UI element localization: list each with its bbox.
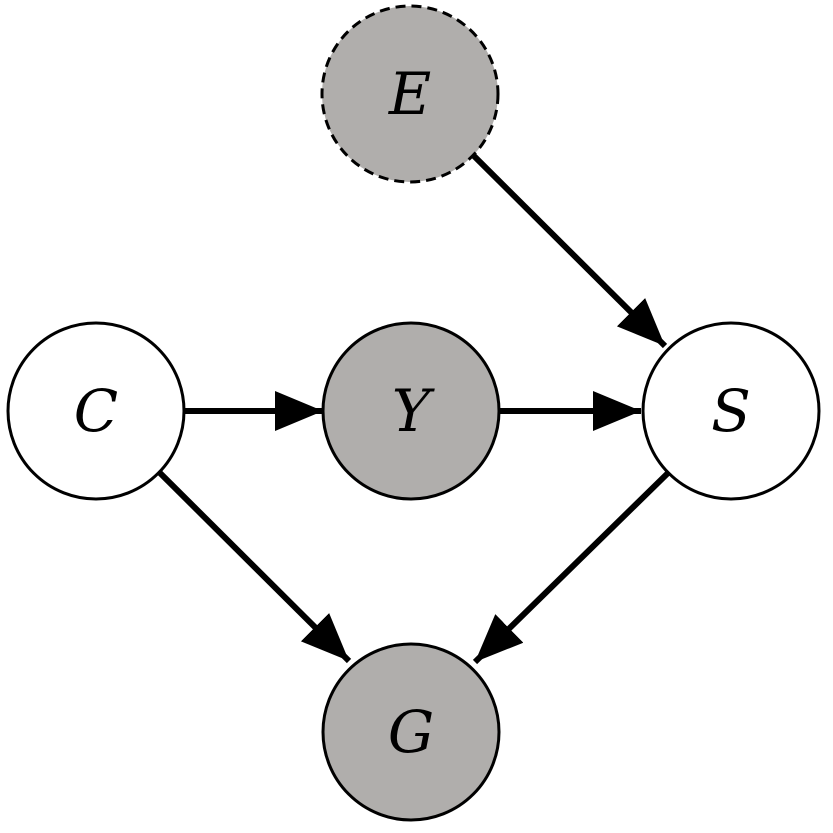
edge-s-to-g xyxy=(472,470,671,665)
edge-e-to-s xyxy=(471,153,668,349)
node-s-circle xyxy=(641,321,821,501)
node-s: S xyxy=(641,321,821,501)
node-c-circle xyxy=(6,321,186,501)
node-y-label: Y xyxy=(392,377,435,445)
node-e: E xyxy=(320,4,500,184)
node-g: G xyxy=(321,642,501,822)
node-c: C xyxy=(6,321,186,501)
node-y: Y xyxy=(321,321,501,501)
node-s-label: S xyxy=(711,377,751,445)
node-g-label: G xyxy=(388,698,434,766)
node-e-label: E xyxy=(388,60,431,128)
node-c-label: C xyxy=(74,377,118,445)
node-e-circle xyxy=(320,4,500,184)
edge-c-to-g xyxy=(157,470,352,664)
node-y-circle xyxy=(321,321,501,501)
node-g-circle xyxy=(321,642,501,822)
edges-layer xyxy=(157,153,671,665)
